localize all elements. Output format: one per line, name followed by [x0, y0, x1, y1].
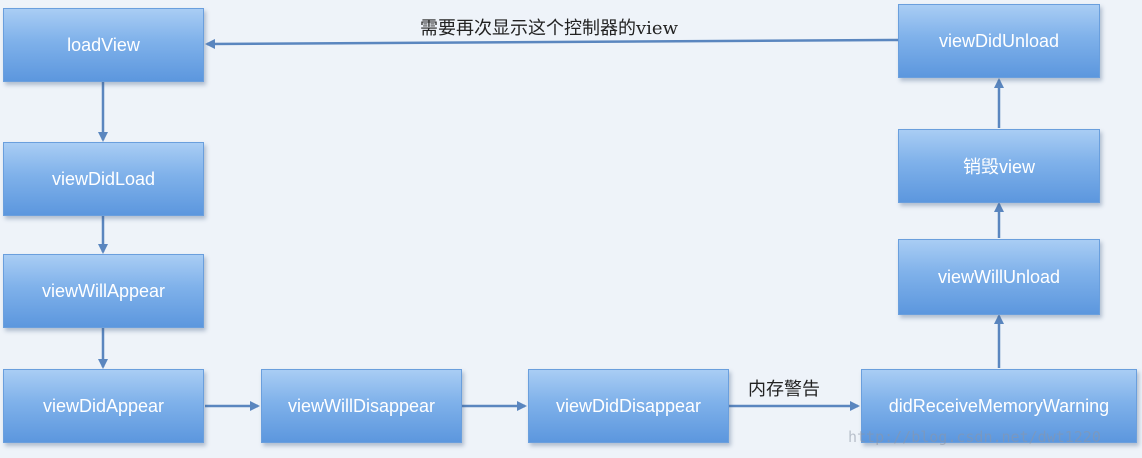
node-view-did-disappear: viewDidDisappear — [528, 369, 729, 443]
node-destroy-view: 销毁view — [898, 129, 1100, 203]
label-memory-warning: 内存警告 — [748, 379, 820, 400]
node-view-did-load: viewDidLoad — [3, 142, 204, 216]
node-view-will-disappear: viewWillDisappear — [261, 369, 462, 443]
node-view-did-appear: viewDidAppear — [3, 369, 204, 443]
arrow-viewdidunload-to-loadview — [205, 38, 899, 49]
watermark-url: http://blog.csdn.net/dwt1220 — [848, 428, 1101, 446]
node-did-receive-memory-warning: didReceiveMemoryWarning — [861, 369, 1137, 443]
label-reload-view: 需要再次显示这个控制器的view — [420, 18, 678, 39]
node-view-did-unload: viewDidUnload — [898, 4, 1100, 78]
node-view-will-appear: viewWillAppear — [3, 254, 204, 328]
node-view-will-unload: viewWillUnload — [898, 239, 1100, 315]
node-load-view: loadView — [3, 8, 204, 82]
